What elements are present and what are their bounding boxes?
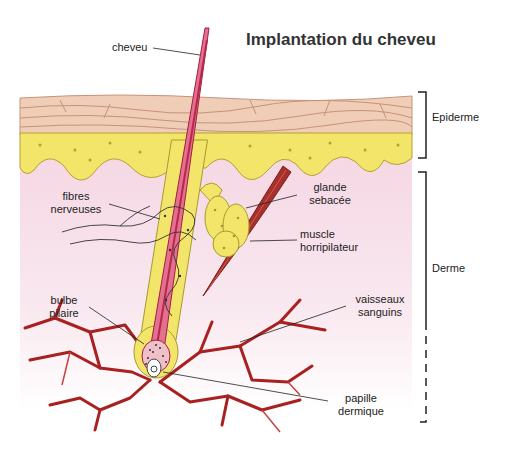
part-label: fibres nerveuses xyxy=(45,190,107,216)
part-label: vaisseaux sanguins xyxy=(348,293,412,319)
part-label: bulbe pilaire xyxy=(40,294,88,320)
part-label: glande sebacée xyxy=(300,181,360,207)
part-label: papille dermique xyxy=(330,392,392,418)
part-label: cheveu xyxy=(112,41,147,54)
diagram-title: Implantation du cheveu xyxy=(246,30,436,50)
part-label: Epiderme xyxy=(432,111,479,124)
part-label: muscle horripilateur xyxy=(300,228,375,254)
part-label: Derme xyxy=(432,262,465,275)
